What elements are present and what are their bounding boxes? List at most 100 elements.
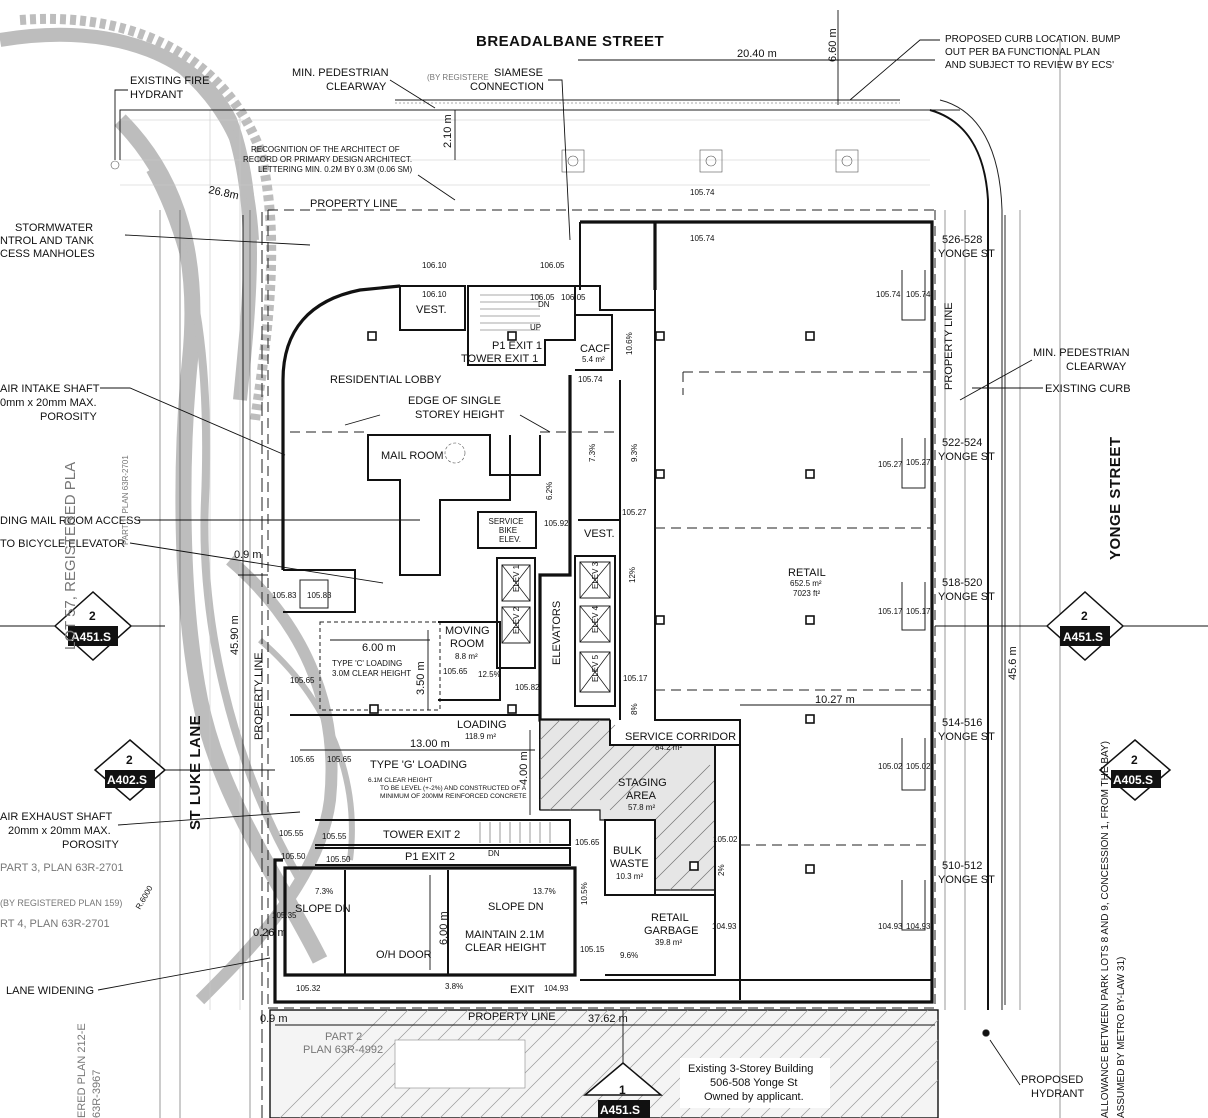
elev-e5: 106.05 bbox=[561, 293, 586, 302]
dim-west-length: 45.90 m bbox=[229, 615, 241, 655]
dim-loading-c-h: 3.50 m bbox=[415, 661, 427, 695]
elev-r10: 104.93 bbox=[906, 922, 931, 931]
elev-e1: 106.10 bbox=[422, 261, 447, 270]
room-tower-exit1: TOWER EXIT 1 bbox=[461, 353, 538, 365]
callout-existing-curb: EXISTING CURB bbox=[1045, 383, 1131, 395]
room-p1-exit2: P1 EXIT 2 bbox=[405, 851, 455, 863]
callout-lane-widening: LANE WIDENING bbox=[6, 985, 94, 997]
room-loading: LOADING bbox=[457, 719, 507, 731]
section-west-ref: A451.S bbox=[71, 630, 111, 644]
section-west2-ref: A402.S bbox=[107, 773, 147, 787]
room-dn-2: DN bbox=[488, 849, 500, 858]
room-vest-mid: VEST. bbox=[584, 528, 615, 540]
elev-e12: 105.83 bbox=[307, 591, 332, 600]
elev-e21: 105.50 bbox=[281, 852, 306, 861]
dim-spot-top: 105.74 bbox=[690, 188, 715, 197]
room-oh-door: O/H DOOR bbox=[376, 949, 432, 961]
elev-r3: 105.27 bbox=[878, 460, 903, 469]
elev-e15: 105.82 bbox=[515, 683, 540, 692]
elev-e29: 104.93 bbox=[544, 984, 569, 993]
dim-ped-clear: 2.10 m bbox=[442, 114, 454, 148]
room-lobby: RESIDENTIAL LOBBY bbox=[330, 374, 442, 386]
elev-e2: 106.10 bbox=[422, 290, 447, 299]
elev-r7: 105.02 bbox=[878, 762, 903, 771]
room-dn-1: DN bbox=[538, 300, 550, 309]
elev-e11: 105.83 bbox=[272, 591, 297, 600]
legal-part3: PART 3, PLAN 63R-2701 bbox=[0, 862, 124, 874]
street-east: YONGE STREET bbox=[1107, 436, 1124, 560]
dimension-lines bbox=[238, 10, 1006, 1026]
legal-part1: PART 1, PLAN 63R-2701 bbox=[121, 455, 130, 545]
room-loading-area: 118.9 m² bbox=[465, 732, 496, 741]
room-retail-area: 652.5 m² bbox=[790, 579, 822, 588]
elev-e27: 104.93 bbox=[712, 922, 737, 931]
room-service-corr: SERVICE CORRIDOR bbox=[625, 731, 736, 743]
slope-9-3: 9.3% bbox=[630, 444, 639, 462]
room-service-corr-area: 84.2 m² bbox=[655, 743, 682, 752]
elev-r1: 105.74 bbox=[876, 290, 901, 299]
spot-elevations: 106.10 106.10 106.05 106.05 106.05 105.7… bbox=[272, 234, 931, 993]
room-tower-exit2: TOWER EXIT 2 bbox=[383, 829, 460, 841]
room-mail: MAIL ROOM bbox=[381, 450, 444, 462]
elev-e10: 105.27 bbox=[622, 508, 647, 517]
dim-loading-c-w: 6.00 m bbox=[362, 642, 396, 654]
elev-e4: 106.05 bbox=[530, 293, 555, 302]
room-retail: RETAIL bbox=[788, 567, 826, 579]
elev-e20: 105.55 bbox=[322, 832, 347, 841]
dim-loading-g-w: 13.00 m bbox=[410, 738, 450, 750]
callout-by-registered: (BY REGISTERE bbox=[427, 73, 489, 82]
elev-4: ELEV 4 bbox=[591, 605, 600, 633]
room-slope-dn-left: SLOPE DN bbox=[295, 903, 351, 915]
elev-e18: 105.65 bbox=[327, 755, 352, 764]
section-marker-east-2: 2 A405.S bbox=[1098, 739, 1172, 801]
legal-lot57: LOT 57, REGISTERED PLA bbox=[62, 462, 79, 650]
dim-top-height: 6.60 m bbox=[827, 28, 839, 62]
dim-top-width: 20.40 m bbox=[737, 48, 777, 60]
room-elevators: ELEVATORS bbox=[551, 601, 563, 665]
elev-e14: 105.65 bbox=[443, 667, 468, 676]
section-east2-num: 2 bbox=[1131, 753, 1138, 767]
dim-east-length: 45.6 m bbox=[1007, 646, 1019, 680]
section-south-ref: A451.S bbox=[600, 1103, 640, 1117]
room-vest-top: VEST. bbox=[416, 304, 447, 316]
slope-8: 8% bbox=[630, 703, 639, 715]
elev-r5: 105.17 bbox=[878, 607, 903, 616]
elev-r8: 105.02 bbox=[906, 762, 931, 771]
room-exit: EXIT bbox=[510, 984, 535, 996]
elev-e25: 105.35 bbox=[272, 911, 297, 920]
dim-retail-w: 10.27 m bbox=[815, 694, 855, 706]
room-staging-area: 57.8 m² bbox=[628, 803, 655, 812]
room-retail-garbage-area: 39.8 m² bbox=[655, 938, 682, 947]
elev-3: ELEV 3 bbox=[591, 561, 600, 589]
south-address: 506-508 Yonge St bbox=[710, 1077, 797, 1089]
property-lines bbox=[267, 209, 936, 1009]
elev-e9: 105.92 bbox=[544, 519, 569, 528]
section-east-ref: A451.S bbox=[1063, 630, 1103, 644]
slope-3-8: 3.8% bbox=[445, 982, 463, 991]
elev-e22: 105.50 bbox=[326, 855, 351, 864]
building-walls bbox=[273, 220, 934, 1004]
section-east-num: 2 bbox=[1081, 609, 1088, 623]
west-legal: LOT 57, REGISTERED PLA PART 3, PLAN 63R-… bbox=[0, 455, 130, 1118]
slope-6-2: 6.2% bbox=[545, 482, 554, 500]
elev-e26: 105.15 bbox=[580, 945, 605, 954]
room-up-1: UP bbox=[530, 323, 541, 332]
columns bbox=[367, 331, 815, 874]
room-labels: VEST. P1 EXIT 1 TOWER EXIT 1 CACF 5.4 m²… bbox=[295, 300, 826, 996]
south-owned: Owned by applicant. bbox=[704, 1091, 804, 1103]
